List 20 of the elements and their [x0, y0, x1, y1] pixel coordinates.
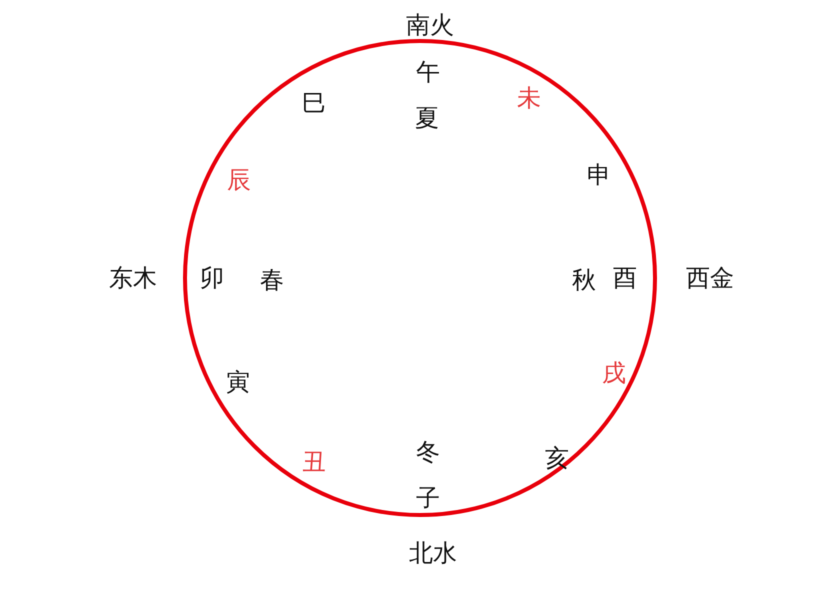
- label: 夏: [415, 106, 439, 130]
- label: 午: [416, 60, 440, 84]
- label: 卯: [200, 266, 224, 290]
- label: 未: [517, 86, 541, 110]
- label: 辰: [227, 168, 251, 192]
- label: 戌: [602, 361, 626, 385]
- label: 西金: [686, 266, 734, 290]
- label: 子: [416, 486, 440, 510]
- label: 亥: [545, 446, 569, 470]
- label: 东木: [109, 266, 157, 290]
- label: 南火: [406, 13, 454, 37]
- label: 巳: [302, 91, 326, 115]
- label: 申: [587, 163, 611, 187]
- label: 酉: [613, 266, 637, 290]
- label: 丑: [302, 450, 326, 474]
- label: 寅: [226, 370, 250, 394]
- label: 秋: [572, 268, 596, 292]
- label: 冬: [416, 440, 440, 464]
- label: 北水: [409, 541, 457, 565]
- label: 春: [260, 268, 284, 292]
